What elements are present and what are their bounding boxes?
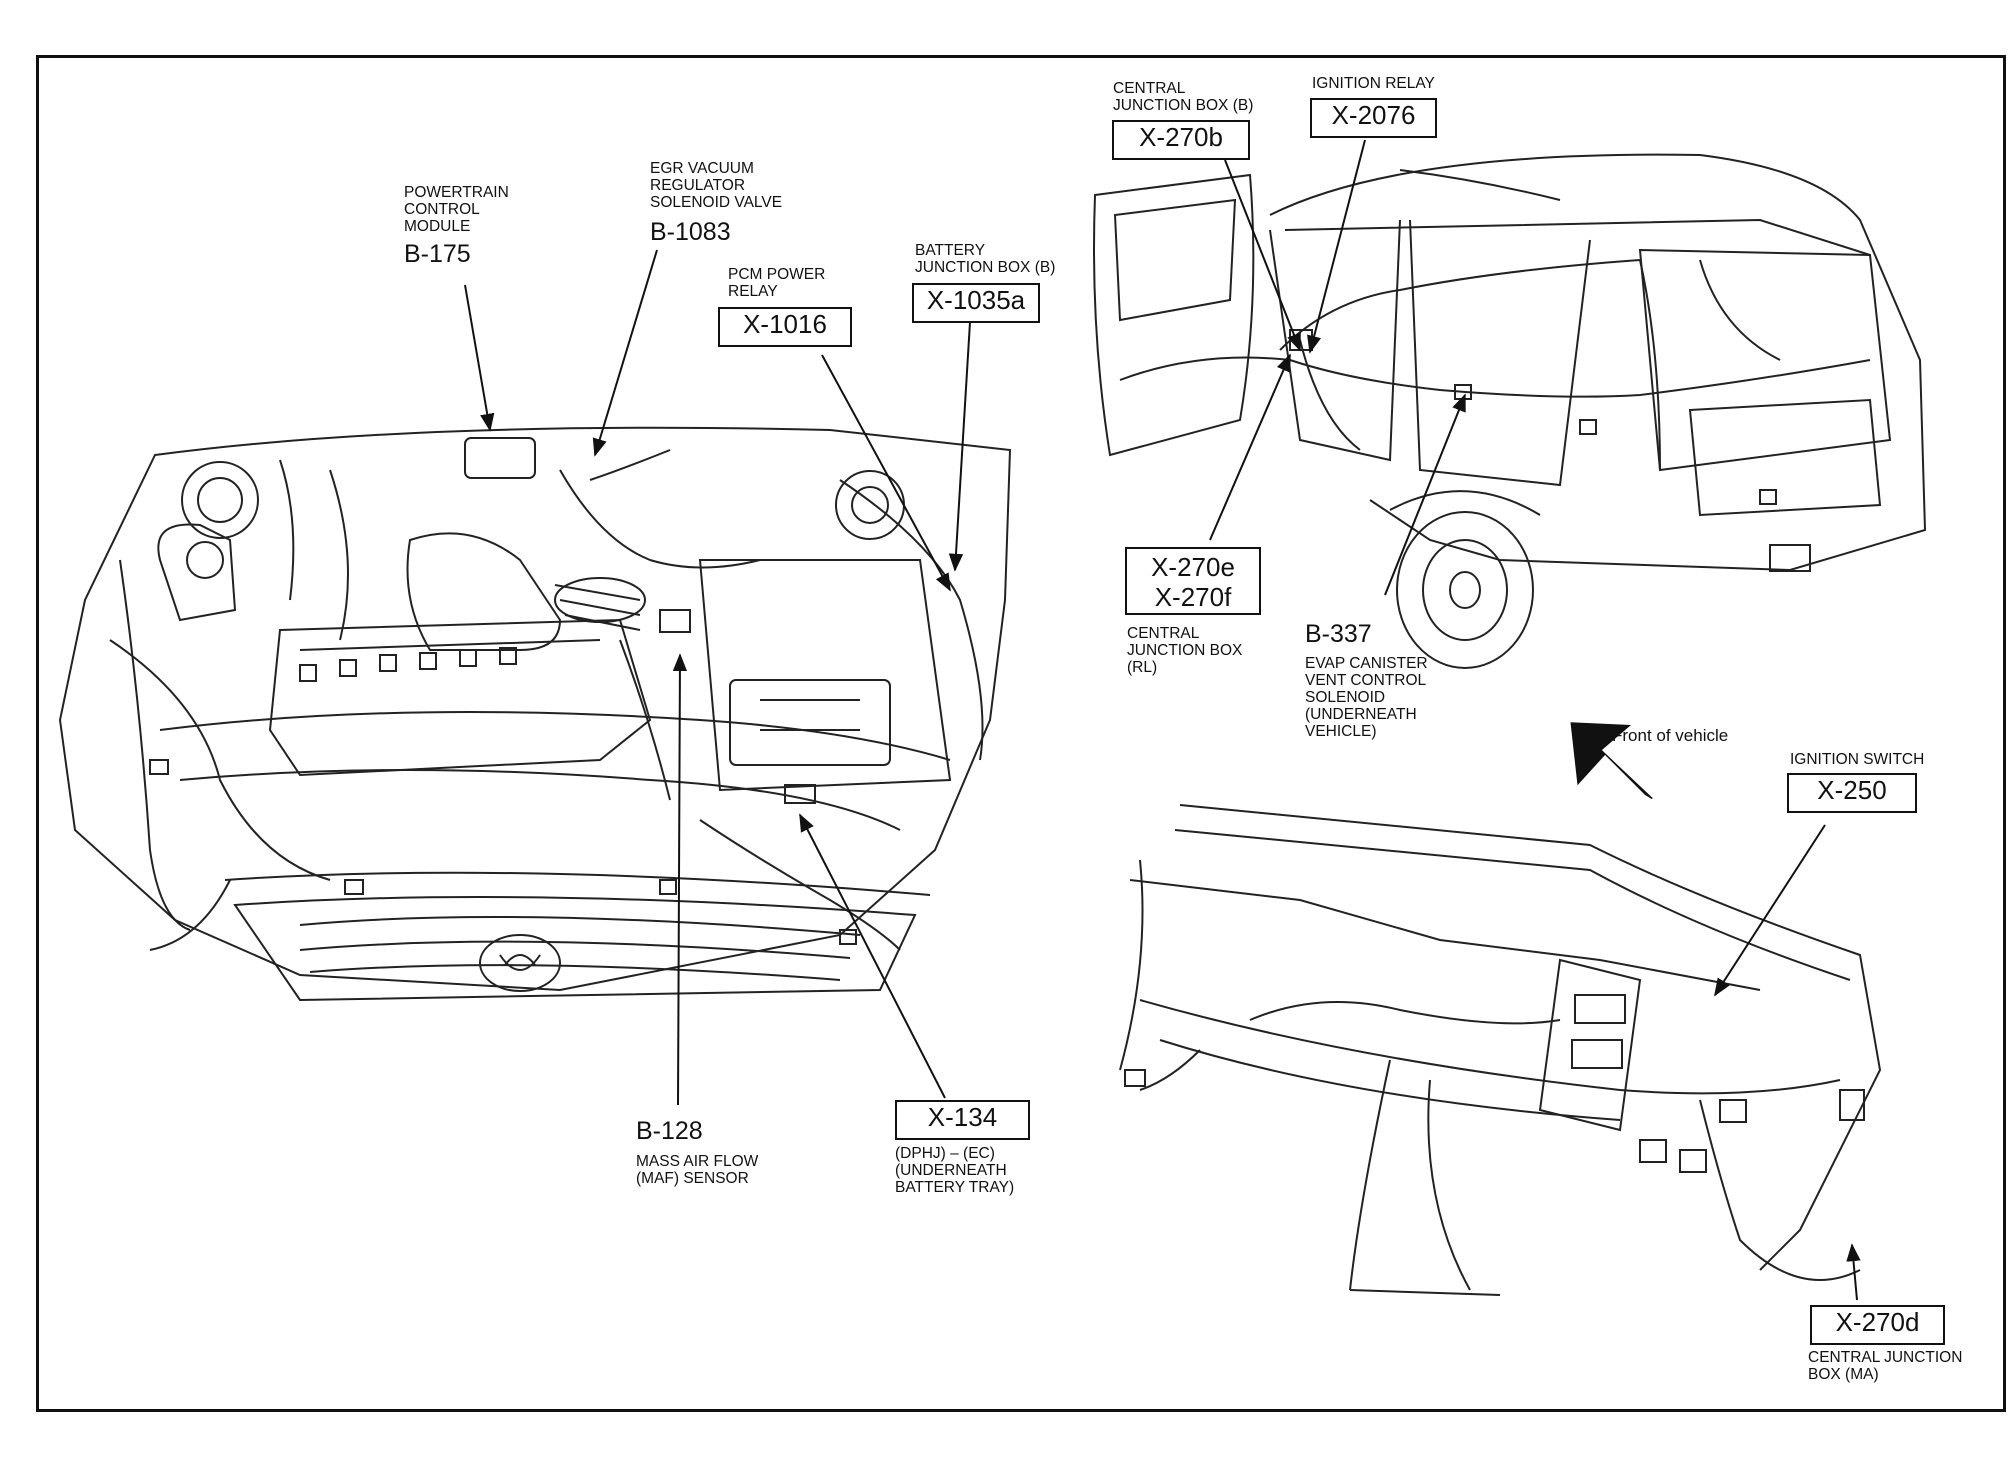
b175-description: POWERTRAIN CONTROL MODULE xyxy=(404,184,509,235)
x270b-code-box: X-270b xyxy=(1112,120,1250,160)
x270ef-description: CENTRAL JUNCTION BOX (RL) xyxy=(1127,625,1243,676)
x1035a-code-box: X-1035a xyxy=(912,283,1040,323)
x1016-code: X-1016 xyxy=(743,309,827,339)
x270b-code: X-270b xyxy=(1139,122,1223,152)
b175-code: B-175 xyxy=(404,240,471,268)
x250-description: IGNITION SWITCH xyxy=(1790,751,1925,768)
engine-bay-drawing xyxy=(58,426,1012,1002)
b1083-description: EGR VACUUM REGULATOR SOLENOID VALVE xyxy=(650,160,783,211)
x2076-code: X-2076 xyxy=(1331,100,1416,130)
x270f-code: X-270f xyxy=(1154,582,1232,612)
diagram-frame xyxy=(36,55,2006,1412)
x1016-description: PCM POWER RELAY xyxy=(728,266,826,300)
front-of-vehicle-arrow xyxy=(1570,722,1653,800)
b337-description: EVAP CANISTER VENT CONTROL SOLENOID (UND… xyxy=(1305,655,1428,740)
x270ef-code-box: X-270e X-270f xyxy=(1125,547,1261,615)
x1035a-code: X-1035a xyxy=(926,285,1026,315)
b1083-code: B-1083 xyxy=(650,218,731,246)
x270d-code-box: X-270d xyxy=(1810,1305,1945,1345)
x270d-code: X-270d xyxy=(1835,1307,1920,1337)
x270d-description: CENTRAL JUNCTION BOX (MA) xyxy=(1808,1349,1963,1383)
b128-code: B-128 xyxy=(636,1117,703,1145)
x134-code-box: X-134 xyxy=(895,1100,1030,1140)
x134-description: (DPHJ) – (EC) (UNDERNEATH BATTERY TRAY) xyxy=(895,1145,1015,1196)
x1035a-description: BATTERY JUNCTION BOX (B) xyxy=(915,242,1056,276)
x1016-code-box: X-1016 xyxy=(718,307,852,347)
suv-body-drawing xyxy=(1093,153,1927,669)
x250-code-box: X-250 xyxy=(1787,773,1917,813)
x270e-code: X-270e xyxy=(1151,552,1235,582)
x2076-code-box: X-2076 xyxy=(1310,98,1437,138)
b337-code: B-337 xyxy=(1305,620,1372,648)
x250-code: X-250 xyxy=(1817,775,1887,805)
b128-description: MASS AIR FLOW (MAF) SENSOR xyxy=(636,1153,759,1187)
x270b-description: CENTRAL JUNCTION BOX (B) xyxy=(1113,80,1254,114)
x134-code: X-134 xyxy=(927,1102,998,1132)
front-of-vehicle-label: Front of vehicle xyxy=(1612,726,1729,745)
dashboard-drawing xyxy=(1119,804,1882,1296)
leader-lines xyxy=(464,139,1861,1301)
x2076-description: IGNITION RELAY xyxy=(1312,75,1435,92)
